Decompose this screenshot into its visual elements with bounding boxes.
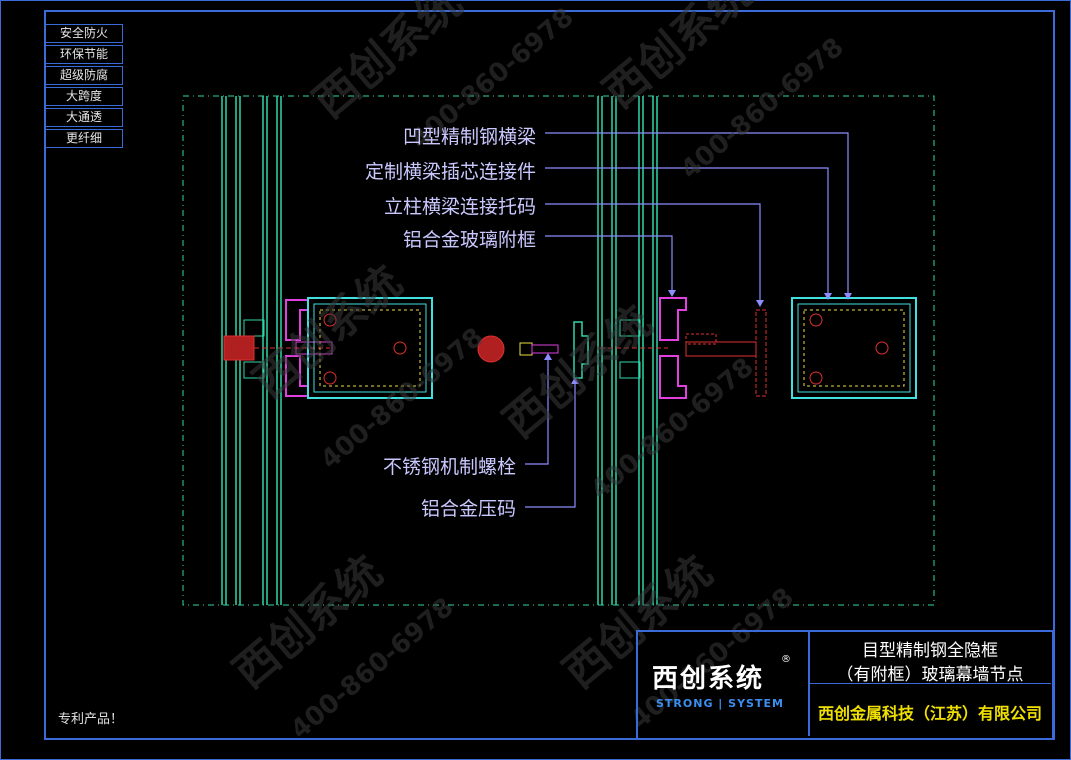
left-steel-beam [307, 297, 433, 399]
patent-note: 专利产品！ [58, 712, 124, 727]
legend-item: 超级防腐 [45, 66, 123, 85]
label-bracket: 立柱横梁连接托码 [383, 196, 536, 218]
watermark-text: 西创系统 [244, 256, 412, 408]
legend-item: 更纤细 [45, 129, 123, 148]
right-steel-beam [791, 297, 917, 399]
middle-glass-panel [597, 96, 658, 605]
drawing-border [44, 10, 1055, 740]
leader-arrows [544, 290, 852, 384]
label-bolt: 不锈钢机制螺栓 [382, 456, 516, 478]
label-clamp: 铝合金压码 [420, 498, 516, 520]
legend-item: 安全防火 [45, 24, 123, 43]
label-glass-frame: 铝合金玻璃附框 [402, 229, 536, 251]
drawing-subtitle: （有附框）玻璃幕墙节点 [836, 665, 1024, 685]
legend-item: 环保节能 [45, 45, 123, 64]
watermark-text: 西创系统 [494, 296, 662, 448]
brand-registered-mark: ® [781, 654, 791, 665]
drawing-title: 目型精制钢全隐框 [862, 641, 998, 661]
label-beam-connector: 定制横梁插芯连接件 [364, 161, 536, 183]
label-steel-beam: 凹型精制钢横梁 [402, 126, 536, 148]
title-block-divider [808, 631, 810, 736]
leader-lines [525, 132, 849, 508]
legend-item: 大通透 [45, 108, 123, 127]
feature-legend: 安全防火 环保节能 超级防腐 大跨度 大通透 更纤细 [45, 24, 123, 150]
exploded-parts [477, 321, 589, 379]
brand-subtitle: STRONG | SYSTEM [656, 697, 784, 710]
brand-logo: 西创系统 [652, 664, 765, 694]
company-name: 西创金属科技（江苏）有限公司 [817, 704, 1042, 723]
title-block [636, 630, 1054, 740]
watermark-text: 西创系统 [594, 0, 762, 118]
title-block-divider [810, 683, 1051, 684]
middle-joint [600, 297, 767, 399]
legend-item: 大跨度 [45, 87, 123, 106]
boundary-outline [182, 95, 935, 606]
